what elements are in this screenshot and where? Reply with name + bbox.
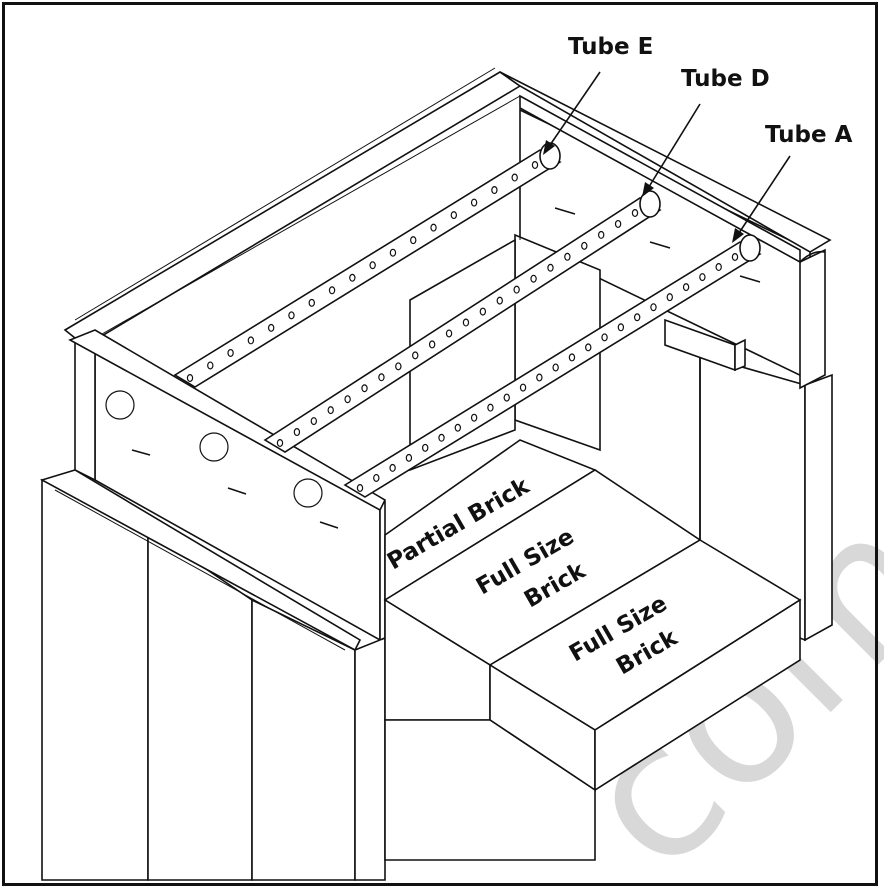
tube-port-hole xyxy=(597,230,605,239)
tube-port-hole xyxy=(633,313,641,322)
label-tube-a: Tube A xyxy=(765,122,853,148)
tube-port-hole xyxy=(438,433,445,442)
tube-port-hole xyxy=(462,318,470,327)
label-tube-d: Tube D xyxy=(681,66,770,92)
tube-port-hole xyxy=(410,236,417,245)
tube-port-hole xyxy=(186,374,194,383)
tube-port-hole xyxy=(328,286,336,295)
tube-port-hole xyxy=(445,329,453,338)
tube-port-hole xyxy=(454,423,462,432)
tube-port-hole xyxy=(344,395,351,404)
tube-port-hole xyxy=(547,263,554,272)
tube-port-hole xyxy=(513,285,520,294)
tube-port-hole xyxy=(389,463,396,472)
tube-port-hole xyxy=(531,161,539,170)
tube-port-hole xyxy=(511,173,518,182)
tube-port-hole xyxy=(412,351,419,360)
tube-port-hole xyxy=(349,273,356,282)
tube-port-hole xyxy=(568,353,576,362)
tube-port-hole xyxy=(470,413,478,422)
tube-port-hole xyxy=(601,333,608,342)
tube-port-hole xyxy=(361,384,368,393)
tube-port-hole xyxy=(536,373,543,382)
tube-port-hole xyxy=(356,484,364,493)
front-cabinet xyxy=(39,469,386,881)
callout-leaders xyxy=(543,71,791,243)
tube-port-hole xyxy=(288,311,295,320)
wall-slots xyxy=(554,207,761,283)
label-tube-e: Tube E xyxy=(568,34,653,60)
tube-port-hole xyxy=(267,323,275,332)
tube-port-hole xyxy=(479,307,487,316)
tube-port-hole xyxy=(227,348,234,357)
tube-port-hole xyxy=(519,383,527,392)
tube-port-hole xyxy=(207,361,214,370)
tube-port-hole xyxy=(581,241,588,250)
tube-port-hole xyxy=(422,443,429,452)
floor-bricks xyxy=(383,439,802,861)
tube-port-hole xyxy=(369,261,376,270)
tube-port-hole xyxy=(496,296,503,305)
tube-port-hole xyxy=(631,209,639,218)
tube-port-hole xyxy=(731,253,739,262)
tube-port-hole xyxy=(293,428,301,437)
tube-port-hole xyxy=(487,403,494,412)
tube-port-hole xyxy=(428,340,436,349)
tube-port-hole xyxy=(682,283,690,292)
tube-port-hole xyxy=(617,323,625,332)
tube-port-hole xyxy=(470,198,478,207)
tube-port-hole xyxy=(378,373,385,382)
tube-port-hole xyxy=(327,406,334,415)
tube-port-hole xyxy=(373,473,380,482)
tube-port-hole xyxy=(308,298,315,307)
tube-port-hole xyxy=(552,363,559,372)
tube-port-hole xyxy=(699,273,706,282)
tube-port-hole xyxy=(503,393,510,402)
tube-port-hole xyxy=(491,186,498,195)
tube-port-hole xyxy=(395,362,402,371)
tube-port-hole xyxy=(715,263,722,272)
support-block xyxy=(664,318,746,372)
tube-port-hole xyxy=(585,343,592,352)
tube-port-hole xyxy=(450,211,458,220)
tube-port-hole xyxy=(389,248,397,257)
tube-port-hole xyxy=(614,219,622,228)
tube-port-hole xyxy=(666,293,673,302)
tube-port-hole xyxy=(564,252,571,261)
tube-port-hole xyxy=(310,417,318,426)
tube-port-hole xyxy=(405,453,413,462)
top-frame xyxy=(63,67,832,347)
tube-port-hole xyxy=(530,274,537,283)
tube-port-hole xyxy=(276,439,284,448)
tube-port-hole xyxy=(247,336,255,345)
tube-port-hole xyxy=(430,223,437,232)
tube-port-hole xyxy=(650,303,657,312)
